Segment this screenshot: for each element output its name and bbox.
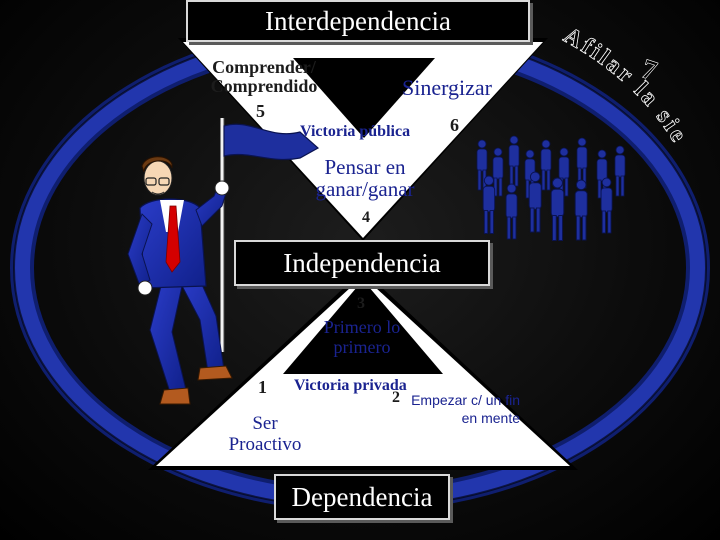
crowd-silhouettes-icon bbox=[476, 135, 626, 241]
private-victory-label: Victoria privada bbox=[294, 377, 407, 394]
habit3-label: Primero lo primero bbox=[323, 317, 401, 357]
interdependence-title: Interdependencia bbox=[186, 0, 530, 42]
dependence-title: Dependencia bbox=[274, 474, 450, 520]
habit5-label: Comprender/ Comprendido bbox=[210, 57, 318, 96]
habit1-label: Ser Proactivo bbox=[228, 413, 302, 455]
independence-title: Independencia bbox=[234, 240, 490, 286]
habit4-label: Pensar en ganar/ganar bbox=[315, 155, 415, 202]
habit1-number: 1 bbox=[258, 377, 267, 397]
habit4-number: 4 bbox=[362, 209, 370, 226]
businessman-with-flag-icon bbox=[127, 118, 320, 405]
public-victory-label: Victoria pública bbox=[300, 123, 411, 140]
private-victory-triangle bbox=[283, 280, 443, 374]
habit6-label: Sinergizar bbox=[402, 75, 493, 100]
habit2-number: 2 bbox=[392, 389, 400, 406]
habit3-number: 3 bbox=[357, 295, 365, 312]
habit2-label: Empezar c/ un fin en mente bbox=[411, 392, 520, 426]
habit5-number: 5 bbox=[256, 101, 265, 121]
habit6-number: 6 bbox=[450, 115, 459, 135]
interdependence-triangle bbox=[178, 38, 548, 241]
independence-triangle bbox=[148, 270, 578, 470]
